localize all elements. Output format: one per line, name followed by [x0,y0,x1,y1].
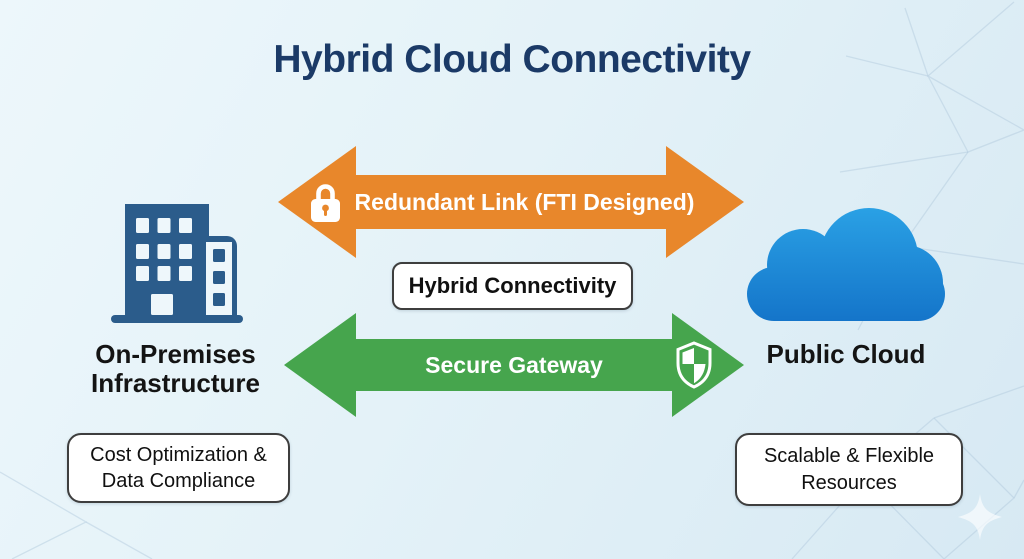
cost-optimization-box: Cost Optimization & Data Compliance [67,433,290,503]
secure-gateway-label: Secure Gateway [425,351,603,378]
secure-gateway-content: Secure Gateway [284,312,744,418]
scalable-resources-line1: Scalable & Flexible [763,445,935,468]
on-premises-label-line2: Infrastructure [90,368,261,399]
public-cloud-label-text: Public Cloud [766,339,926,369]
double-arrow-shape [278,146,744,258]
cost-optimization-line1: Cost Optimization & [90,443,267,466]
scalable-resources-line2: Resources [801,471,897,494]
on-premises-label: On-Premises Infrastructure [43,339,308,399]
sparkle-icon [958,494,1002,540]
cloud-icon [745,207,947,323]
on-premises-label-line1: On-Premises [95,339,256,369]
page-title: Hybrid Cloud Connectivity [273,38,751,81]
hybrid-connectivity-box: Hybrid Connectivity [392,262,633,310]
hybrid-connectivity-label: Hybrid Connectivity [408,273,617,298]
shield-icon [676,341,712,389]
building-icon [111,202,243,323]
redundant-link-label: Redundant Link (FTI Designed) [354,188,695,215]
double-arrow-shape [284,313,744,417]
lock-icon [310,183,340,222]
scalable-resources-box: Scalable & Flexible Resources [735,433,963,506]
secure-gateway-arrow: Secure Gateway [284,312,744,418]
redundant-link-content: Redundant Link (FTI Designed) [278,145,744,259]
public-cloud-label: Public Cloud [735,339,957,369]
redundant-link-arrow: Redundant Link (FTI Designed) [278,145,744,259]
cost-optimization-line2: Data Compliance [101,470,256,492]
